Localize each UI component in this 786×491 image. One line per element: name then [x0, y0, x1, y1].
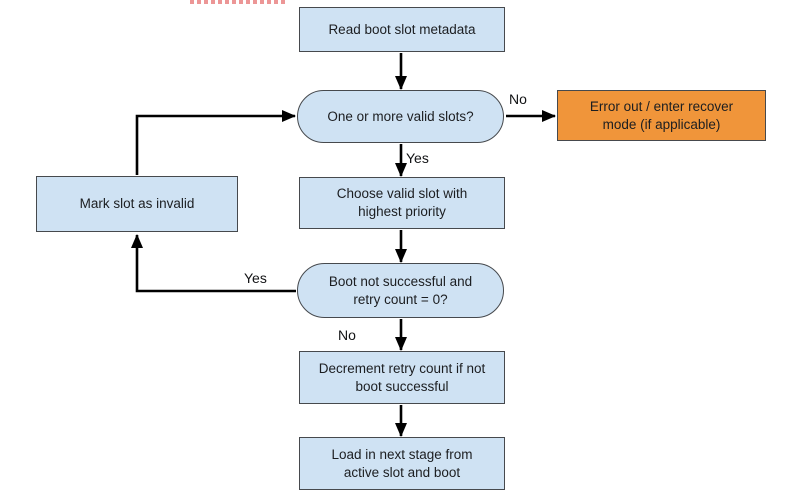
node-label: Error out / enter recover mode (if appli…: [589, 98, 734, 132]
node-error-recover-mode: Error out / enter recover mode (if appli…: [557, 90, 766, 141]
node-decision-valid-slots: One or more valid slots?: [297, 90, 504, 143]
node-label: Read boot slot metadata: [328, 21, 476, 37]
node-label: Decrement retry count if not boot succes…: [318, 360, 486, 394]
node-label: Mark slot as invalid: [79, 196, 195, 212]
node-label: Load in next stage from active slot and …: [331, 446, 473, 480]
node-read-boot-slot-metadata: Read boot slot metadata: [299, 7, 505, 52]
node-choose-valid-slot: Choose valid slot with highest priority: [299, 177, 505, 229]
node-label: Choose valid slot with highest priority: [336, 186, 468, 219]
node-load-next-stage: Load in next stage from active slot and …: [299, 437, 505, 490]
edge-label-valid-slots-yes: Yes: [406, 150, 429, 166]
arrow-boot-retry-yes-to-mark-invalid: [131, 234, 296, 293]
clipped-red-text-artifact: [190, 0, 287, 4]
node-label: Boot not successful and retry count = 0?: [328, 273, 473, 307]
node-decision-boot-retry: Boot not successful and retry count = 0?: [297, 263, 504, 318]
edge-label-boot-retry-yes: Yes: [244, 270, 267, 286]
node-label: One or more valid slots?: [327, 108, 474, 124]
edge-label-valid-slots-no: No: [509, 91, 527, 107]
edge-label-boot-retry-no: No: [338, 327, 356, 343]
node-mark-slot-invalid: Mark slot as invalid: [36, 176, 238, 232]
node-decrement-retry-count: Decrement retry count if not boot succes…: [299, 351, 505, 404]
arrow-mark-invalid-to-valid-slots: [135, 110, 296, 175]
